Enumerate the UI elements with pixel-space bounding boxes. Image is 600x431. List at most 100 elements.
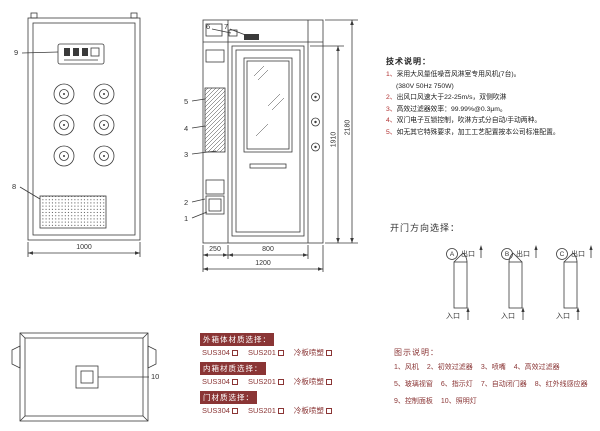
note-number: 2、 bbox=[386, 94, 397, 101]
legend-item: 4、高效过滤器 bbox=[513, 364, 560, 371]
dim-door-height: 1910 bbox=[330, 131, 338, 148]
callout-9-control-panel: 9 bbox=[14, 48, 19, 57]
legend-row: 9、控制面板 10、照明灯 bbox=[394, 396, 477, 406]
legend-title: 图示说明： bbox=[394, 348, 439, 357]
callout-1: 1 bbox=[184, 214, 189, 223]
legend-item: 8、红外线感应器 bbox=[534, 381, 588, 388]
material-option: 冷板喷塑 bbox=[293, 406, 324, 415]
note-number: 4、 bbox=[386, 117, 397, 124]
nozzles bbox=[53, 83, 115, 167]
legend-item: 6、指示灯 bbox=[440, 381, 473, 388]
material-option: SUS304 bbox=[202, 377, 230, 386]
material-options-outer: SUS304 SUS201 冷板喷塑 bbox=[202, 347, 342, 358]
door-swing-b bbox=[501, 245, 538, 320]
dim-total-width: 1200 bbox=[255, 260, 271, 267]
note-number: 5、 bbox=[386, 128, 397, 136]
door-option-c-exit: 出口 bbox=[571, 251, 585, 258]
dim-side-channel: 250 bbox=[209, 246, 221, 253]
material-option: SUS201 bbox=[247, 348, 276, 357]
legend-item: 1、风机 bbox=[394, 364, 419, 371]
tech-note-line: 3、高效过滤器效率：99.99%@0.3μm。 bbox=[386, 104, 598, 116]
section-view bbox=[191, 19, 358, 272]
door-handle bbox=[249, 163, 287, 169]
door-option-b-entry: 入口 bbox=[501, 313, 515, 320]
dim-total-height: 2180 bbox=[344, 119, 352, 136]
material-option: SUS304 bbox=[202, 348, 230, 357]
legend-row: 1、风机 2、初效过滤器 3、喷嘴 4、高效过滤器 bbox=[394, 362, 560, 372]
door-option-c-label: C bbox=[559, 250, 565, 258]
tech-note-line: 4、双门电子互锁控制，吹淋方式分自动/手动两种。 bbox=[386, 115, 598, 127]
note-text: 出风口风速大于22-25m/s，双侧吹淋 bbox=[396, 94, 507, 101]
note-number: 1、 bbox=[386, 71, 397, 78]
material-option: SUS304 bbox=[202, 406, 230, 415]
tech-note-line: (380V 50Hz 750W) bbox=[386, 81, 598, 93]
material-checkbox[interactable] bbox=[231, 407, 238, 414]
material-section-label-outer: 外箱体材质选择： bbox=[200, 333, 274, 346]
material-checkbox[interactable] bbox=[325, 407, 332, 414]
legend-item: 5、玻璃视窗 bbox=[394, 381, 433, 388]
door-option-a-label: A bbox=[449, 250, 455, 258]
note-text: 高效过滤器效率：99.99%@0.3μm。 bbox=[396, 105, 507, 113]
material-checkbox[interactable] bbox=[277, 349, 284, 356]
note-text: 双门电子互锁控制，吹淋方式分自动/手动两种。 bbox=[396, 117, 542, 124]
door-option-a-exit: 出口 bbox=[461, 251, 475, 258]
left-handle bbox=[11, 345, 21, 369]
note-text: 采用大风量低噪音风淋室专用风机(7台)。 bbox=[396, 71, 521, 78]
callout-10-lamp: 10 bbox=[151, 372, 160, 381]
legend-item: 10、照明灯 bbox=[440, 398, 477, 405]
technical-notes: 技术说明： 1、采用大风量低噪音风淋室专用风机(7台)。 (380V 50Hz … bbox=[386, 56, 598, 138]
door-option-c-entry: 入口 bbox=[556, 313, 570, 320]
callout-8-grille: 8 bbox=[12, 182, 17, 191]
door-swing-c bbox=[556, 245, 593, 320]
material-checkbox[interactable] bbox=[277, 378, 284, 385]
callout-4: 4 bbox=[184, 124, 189, 133]
top-view bbox=[11, 332, 157, 422]
callout-2: 2 bbox=[184, 198, 189, 207]
legend-row: 5、玻璃视窗 6、指示灯 7、自动闭门器 8、红外线感应器 bbox=[394, 379, 588, 389]
legend-item: 2、初效过滤器 bbox=[426, 364, 473, 371]
legend-item: 9、控制面板 bbox=[394, 398, 433, 405]
legend-item: 7、自动闭门器 bbox=[480, 381, 527, 388]
dim-door-width: 800 bbox=[262, 246, 274, 253]
note-text: (380V 50Hz 750W) bbox=[396, 82, 454, 90]
callout-3: 3 bbox=[184, 150, 189, 159]
technical-notes-title: 技术说明： bbox=[386, 57, 431, 66]
legend-item: 3、喷嘴 bbox=[480, 364, 506, 371]
callout-5: 5 bbox=[184, 97, 189, 106]
tech-note-line: 5、如无其它特殊要求，加工工艺配置按本公司标准配置。 bbox=[386, 127, 598, 139]
material-options-door: SUS304 SUS201 冷板喷塑 bbox=[202, 405, 342, 416]
material-option: SUS201 bbox=[247, 406, 276, 415]
door-option-b-exit: 出口 bbox=[516, 251, 530, 258]
door-swing-a bbox=[446, 245, 483, 320]
material-checkbox[interactable] bbox=[325, 378, 332, 385]
glass-window bbox=[243, 57, 293, 153]
callout-7: 7 bbox=[224, 22, 229, 31]
note-number: 3、 bbox=[386, 105, 397, 113]
material-checkbox[interactable] bbox=[231, 378, 238, 385]
door-closer bbox=[244, 34, 259, 40]
dim-front-width: 1000 bbox=[76, 244, 92, 251]
material-section-label-door: 门材质选择： bbox=[200, 391, 257, 404]
return-grille bbox=[39, 195, 107, 229]
ceiling-lamp bbox=[75, 365, 99, 389]
material-checkbox[interactable] bbox=[277, 407, 284, 414]
door-option-a-entry: 入口 bbox=[446, 313, 460, 320]
note-text: 如无其它特殊要求，加工工艺配置按本公司标准配置。 bbox=[396, 128, 560, 136]
control-panel bbox=[57, 43, 105, 65]
tech-note-line: 2、出风口风速大于22-25m/s，双侧吹淋 bbox=[386, 92, 598, 104]
door-direction-title: 开门方向选择： bbox=[390, 223, 461, 233]
callout-6: 6 bbox=[206, 22, 211, 31]
material-checkbox[interactable] bbox=[325, 349, 332, 356]
right-handle bbox=[147, 345, 157, 369]
material-option: SUS201 bbox=[247, 377, 276, 386]
door bbox=[231, 45, 305, 237]
material-option: 冷板喷塑 bbox=[293, 377, 324, 386]
material-option: 冷板喷塑 bbox=[293, 348, 324, 357]
material-checkbox[interactable] bbox=[231, 349, 238, 356]
door-option-b-label: B bbox=[504, 250, 510, 258]
material-section-label-inner: 内箱材质选择： bbox=[200, 362, 266, 375]
front-view bbox=[19, 12, 141, 257]
filter-block bbox=[204, 87, 226, 153]
